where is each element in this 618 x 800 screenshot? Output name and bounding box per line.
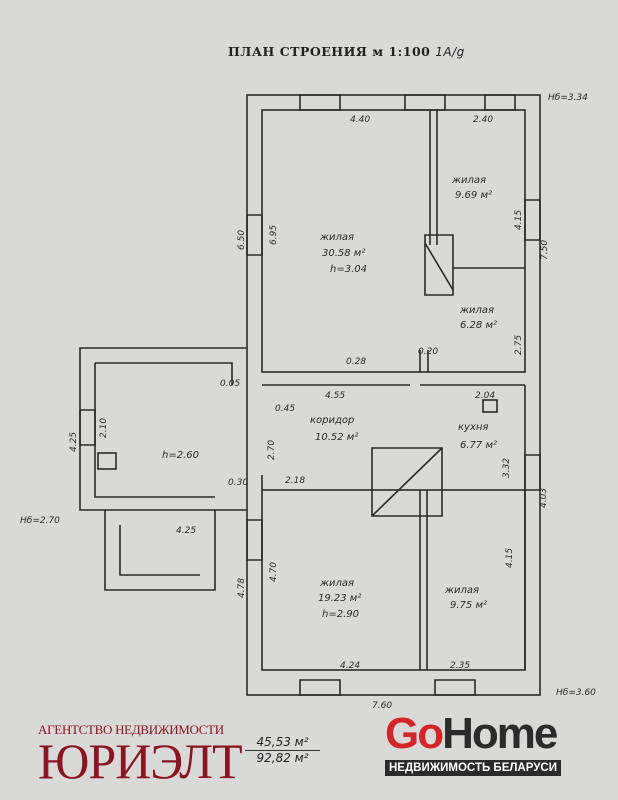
dimension-label: 4.55 xyxy=(325,391,345,401)
dimension-label: 0.30 xyxy=(228,478,248,488)
room-name: коридор xyxy=(310,415,354,426)
dimension-label: 4.25 xyxy=(176,526,196,536)
room-name: кухня xyxy=(458,422,488,433)
room-name: жилая xyxy=(319,578,354,589)
plan-title-note: 1А/g xyxy=(435,45,465,59)
room-area: 9.69 м² xyxy=(455,190,492,201)
walls xyxy=(79,94,541,696)
living-area: 45,53 м² xyxy=(245,735,320,751)
room-height: h=2.90 xyxy=(322,609,359,620)
plan-title-text: ПЛАН СТРОЕНИЯ м 1:100 xyxy=(228,44,431,59)
dimension-label: 2.04 xyxy=(475,391,495,401)
room-area: 6.77 м² xyxy=(460,440,497,451)
room-height: h=2.60 xyxy=(162,450,199,461)
room-area: 19.23 м² xyxy=(318,593,361,604)
room-area: 6.28 м² xyxy=(460,320,497,331)
dimension-label: 7.60 xyxy=(372,701,392,711)
height-mark: Hб=3.34 xyxy=(548,93,588,103)
dimension-label: 0.45 xyxy=(275,404,295,414)
dimension-label: 2.70 xyxy=(267,440,277,460)
dimension-label: 2.40 xyxy=(473,115,493,125)
room-area: 10.52 м² xyxy=(315,432,358,443)
agency-name: ЮРИЭЛТ xyxy=(38,733,243,789)
dimension-label: 2.18 xyxy=(285,476,305,486)
room-area: 9.75 м² xyxy=(450,600,487,611)
dimension-label: 4.78 xyxy=(237,578,247,598)
height-mark: Hб=2.70 xyxy=(20,516,60,526)
dimension-label: 2.75 xyxy=(514,335,524,355)
room-name: жилая xyxy=(319,232,354,243)
agency-subtitle: АГЕНТСТВО НЕДВИЖИМОСТИ xyxy=(38,722,224,737)
gohome-tagline: НЕДВИЖИМОСТЬ БЕЛАРУСИ xyxy=(385,760,561,776)
room-name: жилая xyxy=(444,585,479,596)
dimension-label: 6.95 xyxy=(269,225,279,245)
dimension-label: 4.70 xyxy=(269,562,279,582)
dimension-label: 0.20 xyxy=(418,347,438,357)
dimension-label: 4.40 xyxy=(350,115,370,125)
dimension-label: 2.10 xyxy=(99,418,109,438)
dimension-label: 4.25 xyxy=(69,432,79,452)
dimension-label: 2.35 xyxy=(450,661,470,671)
dimension-label: 0.28 xyxy=(346,357,366,367)
dimension-label: 4.15 xyxy=(514,210,524,230)
room-area: 30.58 м² xyxy=(322,248,365,259)
gohome-logo: GoHome НЕДВИЖИМОСТЬ БЕЛАРУСИ xyxy=(385,712,561,776)
area-totals: 45,53 м² 92,82 м² xyxy=(245,735,320,765)
dimension-label: 4.24 xyxy=(340,661,360,671)
plan-title: ПЛАН СТРОЕНИЯ м 1:100 1А/g xyxy=(228,44,465,59)
dimensions: 4.40 2.40 6.95 6.50 4.15 7.50 2.75 0.28 … xyxy=(20,93,596,711)
total-area: 92,82 м² xyxy=(256,751,309,765)
agency-logo: АГЕНТСТВО НЕДВИЖИМОСТИ ЮРИЭЛТ xyxy=(38,722,243,789)
room-name: жилая xyxy=(459,305,494,316)
dimension-label: 4.15 xyxy=(505,548,515,568)
gohome-go: Go xyxy=(385,709,444,758)
dimension-label: 6.50 xyxy=(237,230,247,250)
height-mark: Hб=3.60 xyxy=(556,688,596,698)
dimension-label: 0.05 xyxy=(220,379,240,389)
dimension-label: 7.50 xyxy=(540,240,550,260)
dimension-label: 4.03 xyxy=(539,488,549,508)
room-labels: жилая 30.58 м² h=3.04 жилая 9.69 м² жила… xyxy=(162,175,497,620)
dimension-label: 3.32 xyxy=(502,458,512,478)
gohome-home: Home xyxy=(442,709,558,758)
room-name: жилая xyxy=(451,175,486,186)
room-height: h=3.04 xyxy=(330,264,367,275)
